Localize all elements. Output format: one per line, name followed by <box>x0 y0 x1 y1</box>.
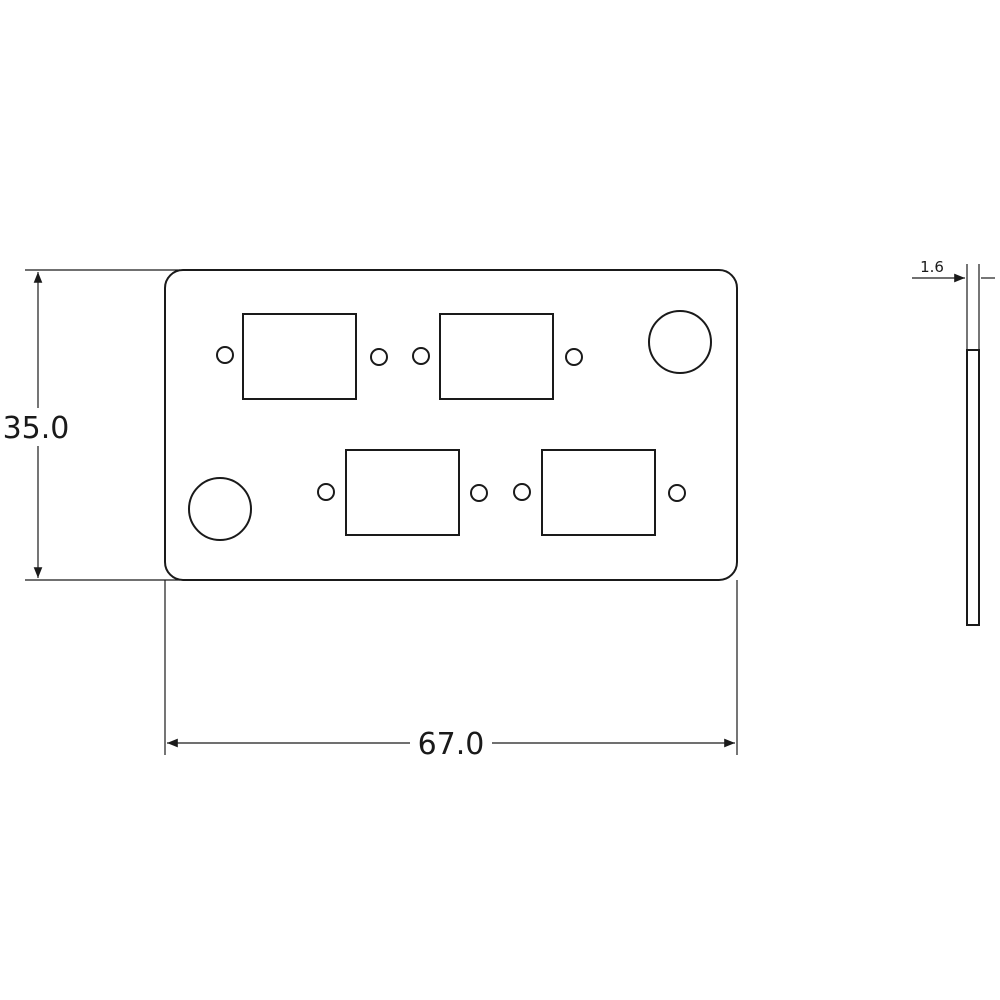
plate-outline <box>164 269 738 581</box>
mounting-hole <box>216 346 234 364</box>
side-view: 1.6 <box>912 258 995 626</box>
mounting-hole <box>565 348 583 366</box>
side-view-profile <box>966 349 980 626</box>
mounting-hole <box>513 483 531 501</box>
thickness-dimension-label: 1.6 <box>920 258 944 276</box>
mounting-hole <box>470 484 488 502</box>
mounting-hole <box>317 483 335 501</box>
large-hole-top-right <box>648 310 712 374</box>
mounting-hole <box>370 348 388 366</box>
connector-cutout-top-right <box>412 313 583 400</box>
mounting-hole <box>412 347 430 365</box>
width-dimension-label: 67.0 <box>418 727 485 762</box>
connector-cutout-bottom-right <box>513 449 686 536</box>
width-dimension: 67.0 <box>164 580 738 762</box>
connector-cutout-top-left <box>216 313 388 400</box>
connector-cutout-bottom-left <box>317 449 488 536</box>
height-dimension: 35.0 <box>3 269 180 581</box>
large-hole-bottom-left <box>188 477 252 541</box>
height-dimension-label: 35.0 <box>3 411 70 446</box>
mounting-hole <box>668 484 686 502</box>
